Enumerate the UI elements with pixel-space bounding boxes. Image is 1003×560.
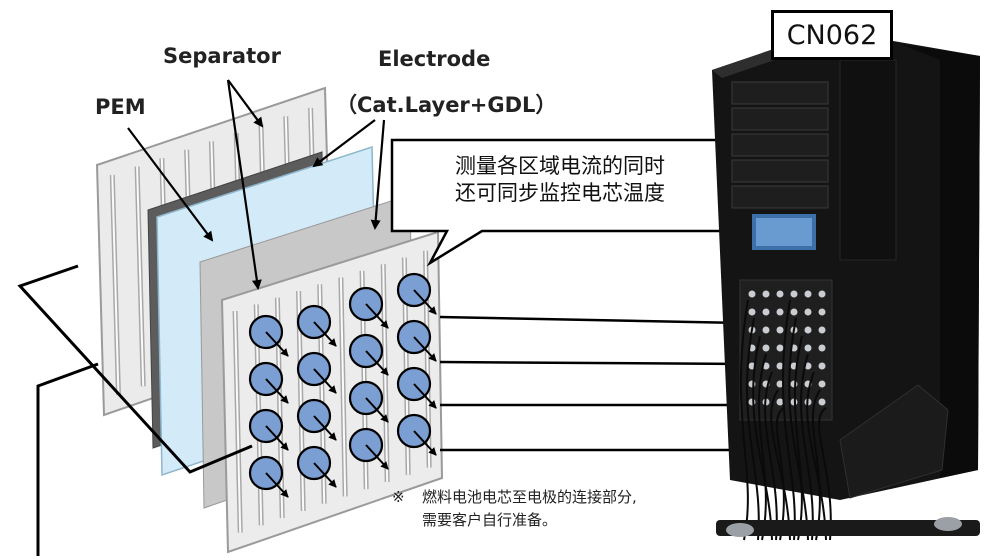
- cable: [788, 317, 809, 541]
- separator-label: Separator: [163, 44, 281, 68]
- sensor-arrow: [265, 331, 289, 357]
- connector-port: [776, 290, 784, 298]
- electrode-label: Electrode: [378, 47, 491, 71]
- connector-port: [804, 326, 812, 334]
- callout-line-1: 测量各区域电流的同时: [455, 154, 665, 178]
- connector-port: [762, 290, 770, 298]
- cabinet-slot: [731, 81, 829, 105]
- separator-arrow-front: [226, 79, 262, 290]
- equipment-cabinet: [712, 30, 980, 541]
- sensor-arrow: [313, 415, 337, 441]
- callout-line-2: 还可同步监控电芯温度: [455, 181, 665, 205]
- connector-port: [776, 308, 784, 316]
- sensor-arrow: [265, 472, 289, 498]
- cable-lines: [439, 315, 751, 452]
- bracket-lines: [17, 264, 253, 556]
- cable: [811, 389, 821, 541]
- sensor-arrow: [413, 289, 437, 315]
- cable: [806, 371, 827, 541]
- connector-port: [762, 308, 770, 316]
- cable: [782, 299, 796, 541]
- connector-port: [776, 326, 784, 334]
- note-line-2: 需要客户自行准备。: [422, 511, 558, 529]
- connector-port: [818, 308, 826, 316]
- cable: [818, 407, 832, 541]
- sensor-arrow: [313, 462, 337, 488]
- sensor-arrow: [265, 378, 289, 404]
- cable: [764, 371, 778, 541]
- cabinet-side-panel: [839, 59, 897, 261]
- connector-port: [762, 326, 770, 334]
- sensor-arrow: [365, 397, 389, 423]
- connector-port: [748, 308, 756, 316]
- connector-port: [776, 398, 784, 406]
- sensor-arrow: [413, 430, 437, 456]
- cable: [739, 299, 749, 541]
- cable: [793, 335, 803, 541]
- electrode-sublabel: （Cat.Layer+GDL）: [336, 93, 557, 117]
- callout-text: 测量各区域电流的同时 还可同步监控电芯温度: [420, 153, 700, 207]
- note-line-1: 燃料电池电芯至电极的连接部分,: [422, 488, 637, 506]
- sensor-arrow: [413, 336, 437, 362]
- plate-rib-highlight: [234, 311, 242, 533]
- connector-port: [818, 380, 826, 388]
- plate-rib-highlight: [136, 166, 145, 387]
- electrode-arrow-front: [370, 119, 386, 230]
- cable: [770, 389, 791, 541]
- connector-port: [776, 344, 784, 352]
- model-tag: CN062: [771, 10, 893, 60]
- pem-label: PEM: [95, 95, 146, 119]
- connector-port: [818, 326, 826, 334]
- connector-port: [748, 290, 756, 298]
- cable: [757, 353, 767, 541]
- sensor-arrow: [365, 444, 389, 470]
- connector-port: [818, 362, 826, 370]
- connector-port: [762, 344, 770, 352]
- note-mark: ※: [392, 488, 405, 506]
- connector-port: [776, 380, 784, 388]
- connector-port: [790, 290, 798, 298]
- sensor-arrow: [413, 383, 437, 409]
- sensor-arrow: [265, 425, 289, 451]
- connector-port: [748, 398, 756, 406]
- cabinet-slot: [731, 133, 829, 157]
- separator-arrow-back: [227, 79, 264, 128]
- sensor-arrow: [365, 303, 389, 329]
- connector-port: [804, 308, 812, 316]
- cable: [746, 317, 760, 541]
- pem-arrow: [127, 127, 214, 242]
- cabinet-slot: [731, 185, 829, 209]
- connector-port: [804, 290, 812, 298]
- cable: [752, 335, 773, 541]
- sensor-arrow: [313, 368, 337, 394]
- sensor-arrow: [313, 321, 337, 347]
- current-sensor-grid: [248, 272, 437, 498]
- connector-port: [790, 380, 798, 388]
- cabinet-slot: [731, 107, 829, 131]
- connector-port: [818, 290, 826, 298]
- sensor-arrow: [365, 350, 389, 376]
- connector-port: [776, 362, 784, 370]
- cable: [775, 407, 785, 541]
- plate-rib-highlight: [339, 277, 347, 497]
- connector-port: [818, 344, 826, 352]
- connector-port: [790, 308, 798, 316]
- cable: [800, 353, 814, 541]
- label-pointers: [127, 79, 386, 290]
- electrode-arrow-back: [312, 119, 376, 168]
- connector-port: [818, 398, 826, 406]
- cabinet-slot: [731, 159, 829, 183]
- plate-rib-highlight: [111, 174, 120, 395]
- connector-port: [804, 344, 812, 352]
